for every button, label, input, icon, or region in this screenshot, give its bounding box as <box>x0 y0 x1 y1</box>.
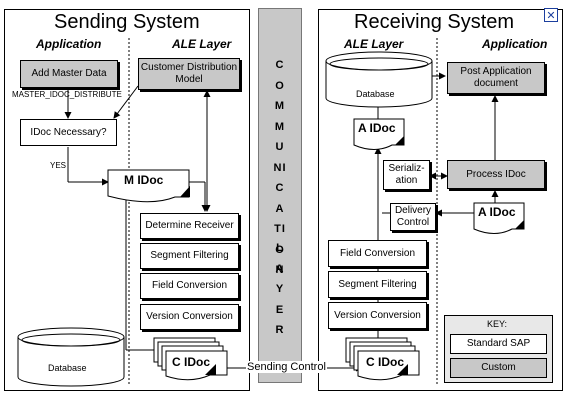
communication-vertical-label: COMMUNICATION <box>273 59 287 276</box>
receiving-application-header: Application <box>482 37 548 51</box>
a-idoc-top-document-shape <box>353 118 405 150</box>
close-icon[interactable]: ✕ <box>544 8 558 22</box>
key-title: KEY: <box>487 319 508 329</box>
post-application-document-box: Post Application document <box>447 62 545 94</box>
key-custom: Custom <box>450 358 547 378</box>
delivery-control-box: Delivery Control <box>390 203 436 231</box>
receiving-c-idoc-label: C IDoc <box>366 355 405 369</box>
receiving-ale-header: ALE Layer <box>344 37 404 51</box>
sending-ale-header: ALE Layer <box>172 37 232 51</box>
receiving-c-idoc-stack <box>345 337 420 381</box>
a-idoc-document-shape <box>473 202 525 234</box>
receiving-field-conversion-box: Field Conversion <box>328 240 427 267</box>
a-idoc-top-label: A IDoc <box>358 121 396 135</box>
receiving-segment-filtering-box: Segment Filtering <box>328 271 427 298</box>
serialization-box: Serializ-ation <box>383 160 430 190</box>
sending-field-conversion-box: Field Conversion <box>140 273 239 299</box>
m-idoc-label: M IDoc <box>124 173 164 187</box>
sending-database-cylinder <box>17 327 125 387</box>
add-master-data-box: Add Master Data <box>20 60 118 88</box>
receiving-system-title: Receiving System <box>354 11 515 33</box>
sending-system-title: Sending System <box>54 11 200 33</box>
sending-segment-filtering-box: Segment Filtering <box>140 243 239 269</box>
sending-c-idoc-label: C IDoc <box>172 355 211 369</box>
determine-receiver-box: Determine Receiver <box>140 213 239 239</box>
process-idoc-box: Process IDoc <box>447 160 545 189</box>
sending-database-label: Database <box>48 363 87 373</box>
communication-layer-band <box>258 8 302 383</box>
master-idoc-distribute-label: MASTER_IDOC_DISTRIBUTE <box>12 90 122 99</box>
key-standard-sap: Standard SAP <box>450 334 547 354</box>
m-idoc-document-shape <box>107 169 190 203</box>
layer-vertical-label: LAYER <box>275 242 285 336</box>
customer-distribution-model-box: Customer Distribution Model <box>138 58 240 90</box>
idoc-necessary-box: IDoc Necessary? <box>20 119 117 146</box>
sending-c-idoc-stack <box>153 337 228 381</box>
sending-application-header: Application <box>36 37 102 51</box>
yes-label: YES <box>50 161 67 170</box>
sending-control-label: Sending Control <box>246 361 327 373</box>
receiving-database-cylinder <box>325 51 433 108</box>
sending-version-conversion-box: Version Conversion <box>140 304 239 330</box>
receiving-version-conversion-box: Version Conversion <box>328 302 427 329</box>
a-idoc-label: A IDoc <box>478 205 516 219</box>
receiving-database-label: Database <box>356 89 395 99</box>
